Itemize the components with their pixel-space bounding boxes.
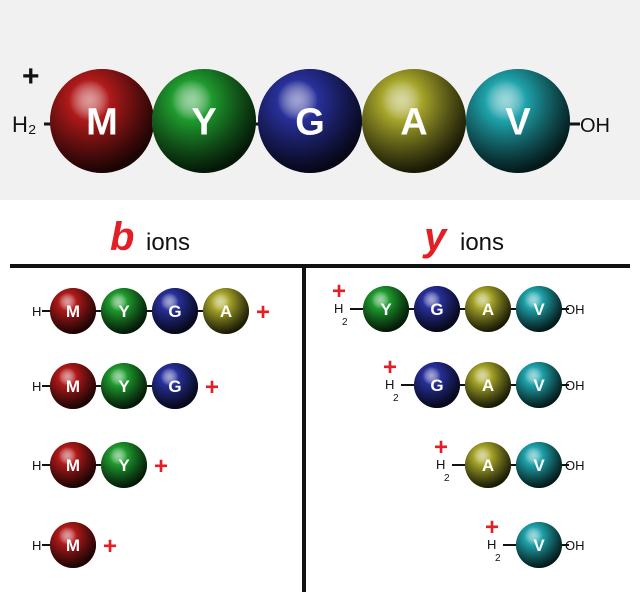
residue-letter: V — [505, 102, 531, 144]
y-n-term-label: H — [334, 301, 343, 316]
residue-g-bead: G — [152, 288, 198, 334]
b-ion-fragment: H M Y + — [32, 442, 168, 488]
residue-m-bead: M — [50, 363, 96, 409]
y-heading-word: ions — [460, 229, 504, 256]
residue-g-bead: G — [258, 69, 362, 173]
full-peptide: + H₂ OH M Y G A V — [12, 60, 610, 173]
residue-letter: G — [430, 376, 443, 395]
b-ion-fragment: H M Y G A + — [32, 288, 270, 334]
residue-letter: M — [66, 536, 80, 555]
b-charge-label: + — [154, 453, 168, 480]
residue-v-bead: V — [466, 69, 570, 173]
residue-v-bead: V — [516, 286, 562, 332]
y-ion-fragment: +H2 V OH — [485, 514, 585, 568]
residue-y-bead: Y — [152, 69, 256, 173]
residue-v-bead: V — [516, 522, 562, 568]
residue-letter: A — [220, 302, 232, 321]
residue-a-bead: A — [465, 286, 511, 332]
y-c-term-label: OH — [565, 378, 585, 393]
b-ion-fragment: H M Y G + — [32, 363, 219, 409]
residue-m-bead: M — [50, 522, 96, 568]
residue-letter: V — [533, 536, 545, 555]
residue-letter: V — [533, 300, 545, 319]
residue-letter: A — [482, 300, 494, 319]
residue-letter: G — [430, 300, 443, 319]
y-charge-label: + — [332, 278, 346, 305]
y-charge-label: + — [383, 354, 397, 381]
residue-letter: V — [533, 456, 545, 475]
residue-letter: G — [295, 102, 325, 144]
residue-g-bead: G — [414, 286, 460, 332]
b-heading-word: ions — [146, 229, 190, 256]
y-n-term-label: H — [436, 457, 445, 472]
residue-letter: A — [482, 376, 494, 395]
residue-letter: A — [482, 456, 494, 475]
b-charge-label: + — [256, 299, 270, 326]
b-n-term-label: H — [32, 458, 41, 473]
b-n-term-label: H — [32, 538, 41, 553]
b-charge-label: + — [103, 533, 117, 560]
residue-letter: G — [168, 302, 181, 321]
y-n-term-label: H — [487, 537, 496, 552]
residue-letter: G — [168, 377, 181, 396]
residue-letter: Y — [191, 102, 216, 144]
residue-letter: M — [86, 102, 118, 144]
n-term-label: H₂ — [12, 112, 36, 137]
b-ions-heading: b ions — [110, 215, 190, 259]
residue-letter: Y — [118, 456, 130, 475]
residue-a-bead: A — [362, 69, 466, 173]
residue-y-bead: Y — [363, 286, 409, 332]
residue-y-bead: Y — [101, 288, 147, 334]
residue-letter: Y — [380, 300, 392, 319]
residue-letter: A — [400, 102, 427, 144]
y-ion-fragment: +H2 G A V OH — [383, 354, 585, 408]
residue-y-bead: Y — [101, 363, 147, 409]
c-term-label: OH — [580, 115, 610, 137]
residue-y-bead: Y — [101, 442, 147, 488]
y-c-term-label: OH — [565, 458, 585, 473]
y-n-term-subscript: 2 — [393, 393, 399, 404]
b-ion-fragment: H M + — [32, 522, 117, 568]
y-n-term-label: H — [385, 377, 394, 392]
residue-g-bead: G — [414, 362, 460, 408]
y-n-term-subscript: 2 — [342, 317, 348, 328]
residue-g-bead: G — [152, 363, 198, 409]
b-heading-letter: b — [110, 215, 134, 259]
residue-a-bead: A — [203, 288, 249, 334]
residue-letter: M — [66, 302, 80, 321]
y-charge-label: + — [485, 514, 499, 541]
b-n-term-label: H — [32, 304, 41, 319]
y-c-term-label: OH — [565, 302, 585, 317]
b-n-term-label: H — [32, 379, 41, 394]
y-heading-letter: y — [422, 215, 448, 259]
b-ion-fragments: H M Y G A + H M Y G + H M Y + H M + — [32, 288, 270, 568]
residue-m-bead: M — [50, 442, 96, 488]
y-ions-heading: y ions — [422, 215, 504, 259]
residue-a-bead: A — [465, 362, 511, 408]
residue-v-bead: V — [516, 362, 562, 408]
residue-m-bead: M — [50, 288, 96, 334]
y-charge-label: + — [434, 434, 448, 461]
residue-v-bead: V — [516, 442, 562, 488]
residue-letter: V — [533, 376, 545, 395]
b-charge-label: + — [205, 374, 219, 401]
residue-letter: Y — [118, 377, 130, 396]
residue-m-bead: M — [50, 69, 154, 173]
residue-a-bead: A — [465, 442, 511, 488]
n-term-charge: + — [22, 60, 40, 93]
y-ion-fragment: +H2 A V OH — [434, 434, 585, 488]
residue-letter: M — [66, 377, 80, 396]
residue-letter: M — [66, 456, 80, 475]
y-n-term-subscript: 2 — [495, 553, 501, 564]
residue-letter: Y — [118, 302, 130, 321]
y-ion-fragment: +H2 Y G A V OH — [332, 278, 585, 332]
y-n-term-subscript: 2 — [444, 473, 450, 484]
y-c-term-label: OH — [565, 538, 585, 553]
